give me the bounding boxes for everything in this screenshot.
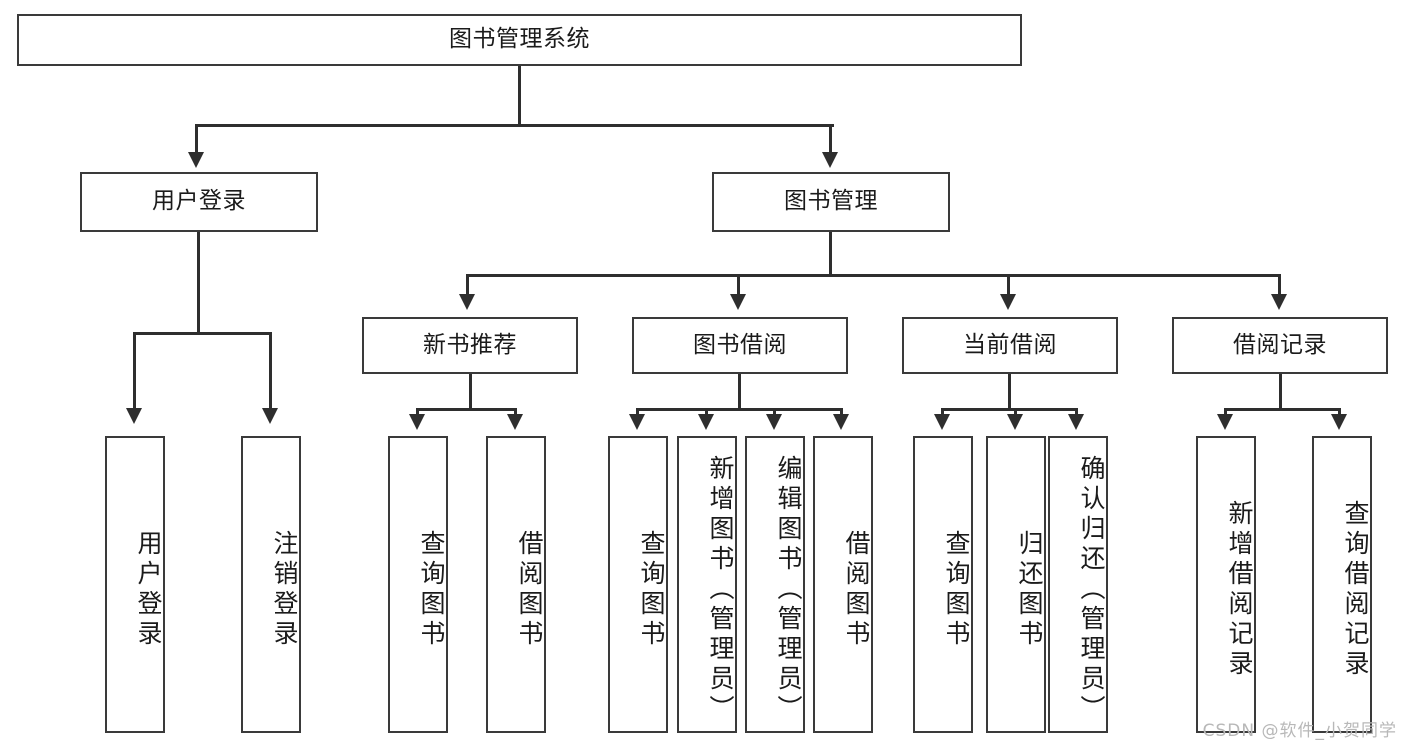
node-label: 编辑图书（管理员） — [774, 454, 803, 725]
leaf-book-borrow-1[interactable]: 查询图书 — [608, 436, 668, 733]
connector-book-borrow-drop-3 — [773, 408, 776, 416]
connector-new-book-drop-1 — [416, 408, 419, 416]
connector-borrow-record-drop-2 — [1338, 408, 1341, 416]
connector-level3-bus — [466, 274, 1281, 277]
node-borrow-record[interactable]: 借阅记录 — [1172, 317, 1388, 374]
node-label: 借阅图书 — [515, 529, 544, 650]
connector-user-login-stem — [197, 232, 200, 334]
node-label: 新书推荐 — [423, 331, 517, 358]
connector-new-book-bus — [416, 408, 517, 411]
connector-current-borrow-drop-1 — [941, 408, 944, 416]
connector-level2-bus — [196, 124, 834, 127]
leaf-borrow-record-1[interactable]: 新增借阅记录 — [1196, 436, 1256, 733]
connector-borrow-record-stem — [1279, 374, 1282, 410]
connector-book-borrow-drop-1 — [636, 408, 639, 416]
node-label: 查询图书 — [942, 529, 971, 650]
node-label: 新增图书（管理员） — [706, 454, 735, 725]
node-user-login[interactable]: 用户登录 — [80, 172, 318, 232]
connector-root-stem — [518, 66, 521, 126]
arrow-new-book-leaf-2 — [507, 414, 523, 430]
node-label: 用户登录 — [152, 188, 246, 215]
arrow-current-borrow-leaf-2 — [1007, 414, 1023, 430]
arrow-book-borrow-leaf-3 — [766, 414, 782, 430]
leaf-book-borrow-2[interactable]: 新增图书（管理员） — [677, 436, 737, 733]
connector-user-login-drop-2 — [269, 332, 272, 410]
connector-book-borrow-bus — [636, 408, 843, 411]
arrow-to-borrow-record — [1271, 294, 1287, 310]
arrow-to-book-manage — [822, 152, 838, 168]
arrow-user-login-leaf-1 — [126, 408, 142, 424]
arrow-borrow-record-leaf-1 — [1217, 414, 1233, 430]
arrow-book-borrow-leaf-4 — [833, 414, 849, 430]
node-label: 图书管理 — [784, 188, 878, 215]
node-label: 查询图书 — [637, 529, 666, 650]
node-label: 借阅记录 — [1233, 331, 1327, 358]
connector-to-borrow-record — [1278, 274, 1281, 296]
node-label: 归还图书 — [1015, 529, 1044, 650]
connector-to-current-borrow — [1007, 274, 1010, 296]
node-label: 借阅图书 — [842, 529, 871, 650]
connector-to-user-login — [195, 124, 198, 154]
arrow-book-borrow-leaf-1 — [629, 414, 645, 430]
leaf-user-login-2[interactable]: 注销登录 — [241, 436, 301, 733]
connector-borrow-record-bus — [1224, 408, 1341, 411]
arrow-book-borrow-leaf-2 — [698, 414, 714, 430]
node-current-borrow[interactable]: 当前借阅 — [902, 317, 1118, 374]
connector-current-borrow-bus — [941, 408, 1078, 411]
connector-current-borrow-drop-3 — [1075, 408, 1078, 416]
node-label: 查询借阅记录 — [1341, 499, 1370, 680]
arrow-current-borrow-leaf-1 — [934, 414, 950, 430]
connector-user-login-drop-1 — [133, 332, 136, 410]
connector-user-login-bus — [133, 332, 271, 335]
arrow-to-new-book — [459, 294, 475, 310]
node-label: 图书管理系统 — [449, 26, 590, 53]
arrow-user-login-leaf-2 — [262, 408, 278, 424]
leaf-book-borrow-4[interactable]: 借阅图书 — [813, 436, 873, 733]
connector-to-book-manage — [829, 124, 832, 154]
arrow-to-user-login — [188, 152, 204, 168]
node-root-system[interactable]: 图书管理系统 — [17, 14, 1022, 66]
node-book-management[interactable]: 图书管理 — [712, 172, 950, 232]
arrow-to-current-borrow — [1000, 294, 1016, 310]
arrow-new-book-leaf-1 — [409, 414, 425, 430]
leaf-user-login-1[interactable]: 用户登录 — [105, 436, 165, 733]
node-label: 当前借阅 — [963, 331, 1057, 358]
connector-current-borrow-stem — [1008, 374, 1011, 410]
leaf-book-borrow-3[interactable]: 编辑图书（管理员） — [745, 436, 805, 733]
node-label: 注销登录 — [270, 529, 299, 650]
node-label: 图书借阅 — [693, 331, 787, 358]
leaf-current-borrow-1[interactable]: 查询图书 — [913, 436, 973, 733]
connector-borrow-record-drop-1 — [1224, 408, 1227, 416]
node-book-borrow[interactable]: 图书借阅 — [632, 317, 848, 374]
node-label: 查询图书 — [417, 529, 446, 650]
arrow-current-borrow-leaf-3 — [1068, 414, 1084, 430]
connector-book-borrow-drop-2 — [705, 408, 708, 416]
node-label: 新增借阅记录 — [1225, 499, 1254, 680]
connector-new-book-stem — [469, 374, 472, 410]
leaf-current-borrow-2[interactable]: 归还图书 — [986, 436, 1046, 733]
node-label: 确认归还（管理员） — [1077, 454, 1106, 725]
leaf-borrow-record-2[interactable]: 查询借阅记录 — [1312, 436, 1372, 733]
connector-to-book-borrow — [737, 274, 740, 296]
arrow-borrow-record-leaf-2 — [1331, 414, 1347, 430]
connector-book-borrow-drop-4 — [840, 408, 843, 416]
leaf-new-book-2[interactable]: 借阅图书 — [486, 436, 546, 733]
connector-new-book-drop-2 — [514, 408, 517, 416]
node-new-book-recommend[interactable]: 新书推荐 — [362, 317, 578, 374]
connector-current-borrow-drop-2 — [1014, 408, 1017, 416]
connector-book-borrow-stem — [738, 374, 741, 410]
leaf-current-borrow-3[interactable]: 确认归还（管理员） — [1048, 436, 1108, 733]
node-label: 用户登录 — [134, 529, 163, 650]
connector-to-new-book — [466, 274, 469, 296]
connector-book-manage-stem — [829, 232, 832, 276]
leaf-new-book-1[interactable]: 查询图书 — [388, 436, 448, 733]
arrow-to-book-borrow — [730, 294, 746, 310]
